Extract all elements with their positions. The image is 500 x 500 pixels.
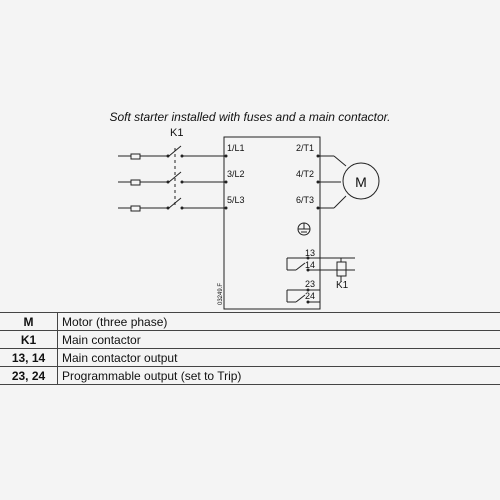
k1-coil	[336, 261, 347, 277]
terminal-5-l3: 5/L3	[227, 195, 245, 205]
k1-top-label: K1	[170, 127, 183, 139]
terminal-4-t2: 4/T2	[296, 169, 314, 179]
diagram-caption: Soft starter installed with fuses and a …	[109, 110, 391, 124]
legend-description: Programmable output (set to Trip)	[57, 366, 500, 385]
fuse-l1	[130, 153, 141, 160]
legend-key: M	[0, 312, 58, 331]
terminal-24: 24	[305, 291, 315, 301]
terminal-2-t1: 2/T1	[296, 143, 314, 153]
legend-description: Motor (three phase)	[57, 312, 500, 331]
terminal-6-t3: 6/T3	[296, 195, 314, 205]
relay-contact-23-24	[295, 294, 306, 303]
soft-starter-body	[223, 136, 321, 310]
table-row: K1 Main contactor	[0, 330, 500, 349]
terminal-23: 23	[305, 279, 315, 289]
legend-key: 23, 24	[0, 366, 58, 385]
fuse-l2	[130, 179, 141, 186]
k1-coil-label: K1	[336, 280, 349, 291]
terminal-13: 13	[305, 248, 315, 258]
terminal-3-l2: 3/L2	[227, 169, 245, 179]
fuse-l3	[130, 205, 141, 212]
terminal-1-l1: 1/L1	[227, 143, 245, 153]
table-row: M Motor (three phase)	[0, 312, 500, 331]
legend-description: Main contactor output	[57, 348, 500, 367]
legend-key: 13, 14	[0, 348, 58, 367]
motor-symbol	[342, 162, 380, 200]
legend-description: Main contactor	[57, 330, 500, 349]
table-row: 23, 24 Programmable output (set to Trip)	[0, 366, 500, 385]
table-row: 13, 14 Main contactor output	[0, 348, 500, 367]
motor-label: M	[355, 174, 367, 190]
wiring-diagram: K1 1/L1 3/L2 5/L3 2/T1 4/T2 6/T3 M 13 14…	[118, 127, 380, 310]
relay-contact-13-14	[295, 262, 306, 271]
drawing-code: 03249.F	[218, 283, 224, 305]
legend-key: K1	[0, 330, 58, 349]
contactor-contact-l2	[168, 171, 182, 183]
legend-table: M Motor (three phase) K1 Main contactor …	[0, 312, 500, 385]
terminal-14: 14	[305, 260, 315, 270]
